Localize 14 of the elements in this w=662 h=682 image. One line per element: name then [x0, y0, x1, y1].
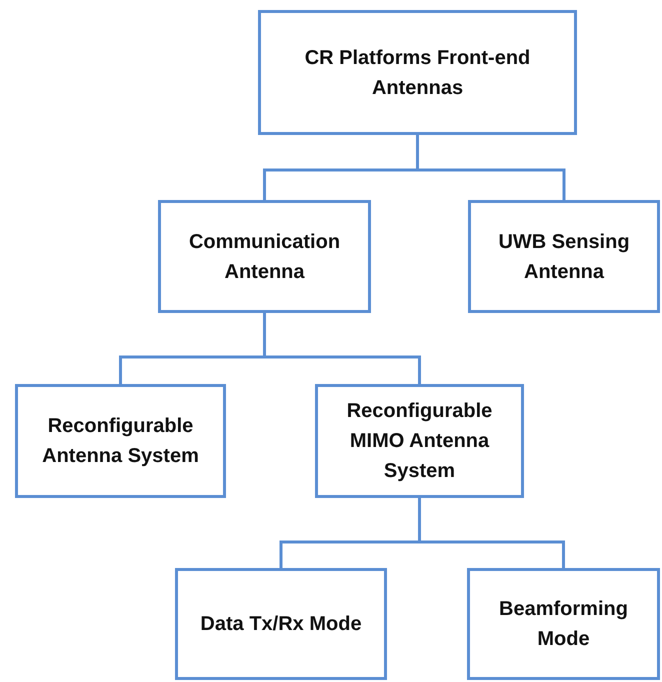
box-label: UWB Sensing Antenna — [497, 230, 631, 284]
tree-box — [175, 568, 387, 680]
box-label: Reconfigurable Antenna System — [41, 414, 200, 469]
box-label: Data Tx/Rx Mode — [200, 612, 362, 637]
tree-box — [315, 384, 524, 498]
box-label: Communication Antenna — [188, 230, 342, 284]
tree-box — [468, 200, 660, 313]
tree-box — [467, 568, 660, 680]
tree-box — [15, 384, 226, 498]
tree-box — [258, 10, 577, 135]
box-label: CR Platforms Front-end Antennas — [304, 46, 532, 100]
tree-box — [158, 200, 371, 313]
box-label: Beamforming Mode — [498, 597, 629, 652]
box-label: Reconfigurable MIMO Antenna System — [346, 399, 494, 484]
